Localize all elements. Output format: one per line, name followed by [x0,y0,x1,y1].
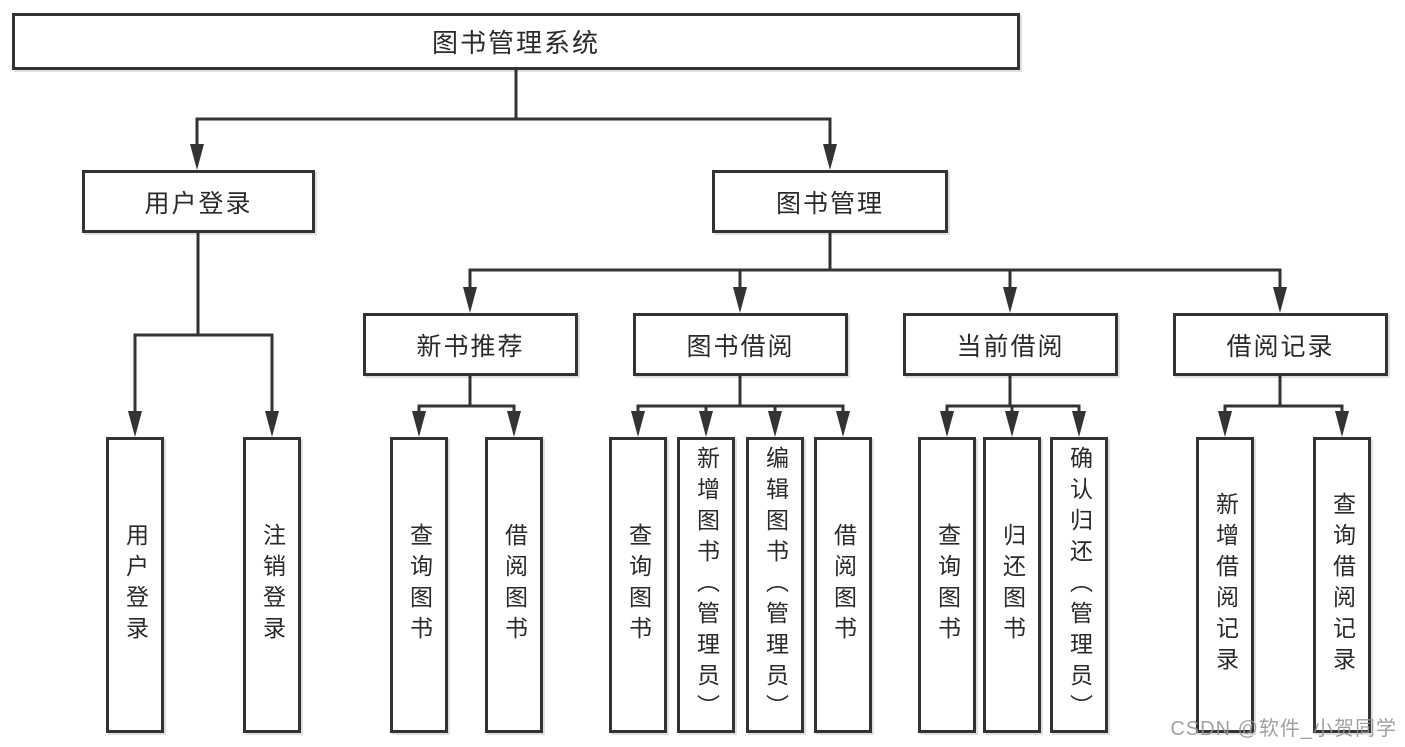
leaf-user-login: 用户登录 [106,437,164,733]
leaf-add-book-admin: 新增图书（管理员） [677,437,735,733]
node-user-login: 用户登录 [82,170,315,233]
leaf-borrow-books-recommend: 借阅图书 [485,437,543,733]
leaf-logout: 注销登录 [243,437,301,733]
leaf-add-borrow-record: 新增借阅记录 [1196,437,1254,733]
leaf-query-books-recommend: 查询图书 [390,437,448,733]
leaf-return-books: 归还图书 [983,437,1041,733]
node-new-book-recommend: 新书推荐 [363,313,578,376]
leaf-borrow-books: 借阅图书 [814,437,872,733]
leaf-query-borrow-record: 查询借阅记录 [1313,437,1371,733]
node-root: 图书管理系统 [12,13,1020,70]
leaf-edit-book-admin: 编辑图书（管理员） [746,437,804,733]
node-book-borrow: 图书借阅 [633,313,848,376]
watermark: CSDN @软件_小贺同学 [1170,718,1397,740]
arrowheads [128,144,1349,437]
leaf-query-books-borrow: 查询图书 [609,437,667,733]
node-borrow-records: 借阅记录 [1173,313,1388,376]
node-book-management: 图书管理 [712,170,948,233]
node-current-borrow: 当前借阅 [903,313,1118,376]
leaf-query-books-current: 查询图书 [918,437,976,733]
leaf-confirm-return-admin: 确认归还（管理员） [1050,437,1108,733]
